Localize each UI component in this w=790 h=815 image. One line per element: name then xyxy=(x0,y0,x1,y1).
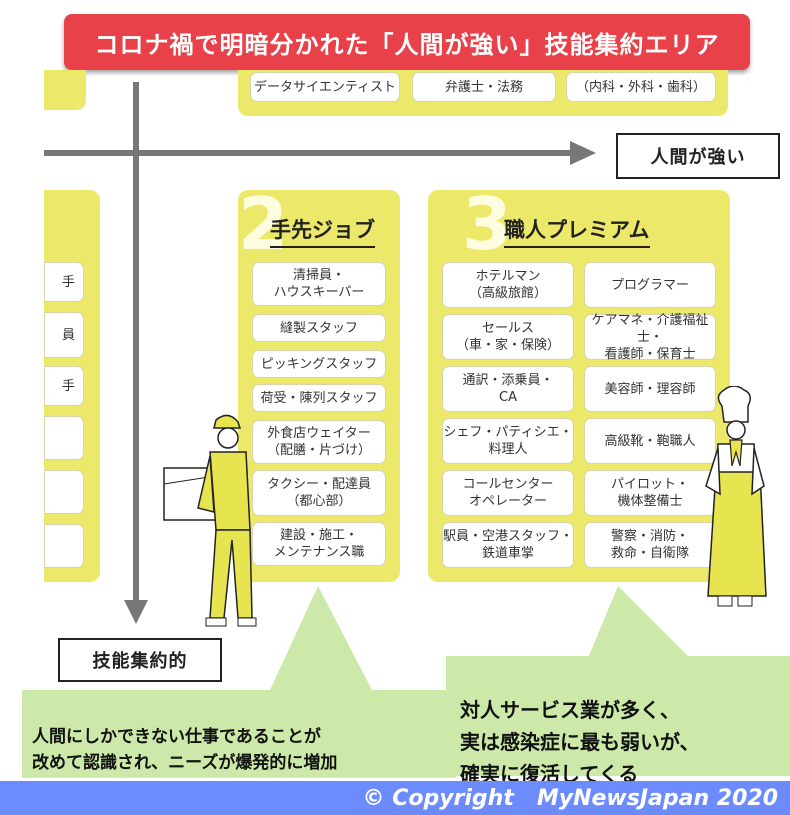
panel-2-job: 建設・施工・ メンテナンス職 xyxy=(252,522,386,566)
panel-2-title: 手先ジョブ xyxy=(270,214,375,248)
chef-illustration xyxy=(705,386,767,607)
top-left-panel-edge xyxy=(44,70,86,110)
panel-3-job-left: 駅員・空港スタッフ・ 鉄道車掌 xyxy=(442,522,574,568)
panel-3-job-right: パイロット・ 機体整備士 xyxy=(584,470,716,516)
callout-right-text: 対人サービス業が多く、 実は感染症に最も弱いが、 確実に復活してくる xyxy=(460,698,700,786)
panel-3-job-left: シェフ・パティシエ・ 料理人 xyxy=(442,418,574,464)
panel-3-job-right: 警察・消防・ 救命・自衛隊 xyxy=(584,522,716,568)
job-data-scientist: データサイエンティスト xyxy=(250,72,400,102)
job-doctor: （内科・外科・歯科） xyxy=(566,72,716,102)
axis-label-skill-text: 技能集約的 xyxy=(92,651,188,672)
left-job-3: 手 xyxy=(44,366,84,406)
axis-label-human-text: 人間が強い xyxy=(650,147,746,168)
panel-3-number: 3 xyxy=(462,182,513,266)
panel-3-job-left: セールス （車・家・保険） xyxy=(442,314,574,360)
left-job-1: 手 xyxy=(44,262,84,302)
panel-3-job-right: ケアマネ・介護福祉士・ 看護師・保育士 xyxy=(584,313,716,362)
callout-left-text: 人間にしかできない仕事であることが 改めて認識され、ニーズが爆発的に増加 xyxy=(32,727,338,773)
panel-3-job-left: ホテルマン （高級旅館） xyxy=(442,262,574,308)
left-job-4 xyxy=(44,416,84,460)
panel-2-job: 外食店ウェイター （配膳・片づけ） xyxy=(252,420,386,464)
left-job-5 xyxy=(44,470,84,514)
job-lawyer: 弁護士・法務 xyxy=(412,72,556,102)
panel-2-job: ピッキングスタッフ xyxy=(252,350,386,378)
panel-3-job-right: 美容師・理容師 xyxy=(584,366,716,412)
panel-3-job-left: 通訳・添乗員・ CA xyxy=(442,366,574,412)
callout-left: 人間にしかできない仕事であることが 改めて認識され、ニーズが爆発的に増加 xyxy=(22,690,456,778)
panel-2-number: 2 xyxy=(238,182,289,266)
panel-3-title: 職人プレミアム xyxy=(504,214,650,248)
callout-right: 対人サービス業が多く、 実は感染症に最も弱いが、 確実に復活してくる xyxy=(446,656,790,786)
panel-2-job: 清掃員・ ハウスキーパー xyxy=(252,262,386,306)
copyright-footer: © Copyright MyNewsJapan 2020 xyxy=(0,781,790,815)
axis-label-human: 人間が強い xyxy=(616,133,780,179)
copyright-text: © Copyright MyNewsJapan 2020 xyxy=(362,785,778,811)
title-text: コロナ禍で明暗分かれた「人間が強い」技能集約エリア xyxy=(94,30,720,59)
panel-2-job: タクシー・配達員 （都心部） xyxy=(252,470,386,516)
panel-3-job-right: プログラマー xyxy=(584,262,716,308)
left-job-6 xyxy=(44,524,84,568)
axis-label-skill: 技能集約的 xyxy=(58,638,222,682)
left-job-2: 員 xyxy=(44,312,84,358)
worker-illustration xyxy=(163,414,257,627)
panel-3-job-left: コールセンター オペレーター xyxy=(442,470,574,516)
title-banner: コロナ禍で明暗分かれた「人間が強い」技能集約エリア xyxy=(64,14,750,70)
panel-2-job: 荷受・陳列スタッフ xyxy=(252,384,386,412)
panel-2-job: 縫製スタッフ xyxy=(252,314,386,342)
panel-3-job-right: 高級靴・鞄職人 xyxy=(584,418,716,464)
